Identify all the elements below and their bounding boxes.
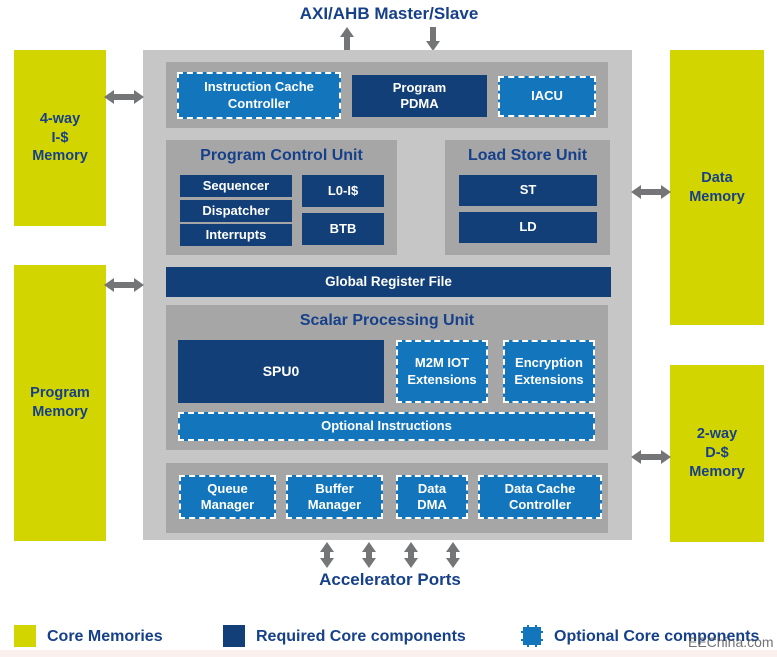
icache-memory-box: 4-way I-$ Memory — [14, 50, 106, 226]
legend-optional-swatch — [521, 625, 543, 647]
m2m-iot-extensions-box: M2M IOT Extensions — [396, 340, 488, 403]
program-memory-arrow — [104, 278, 144, 292]
load-store-unit-title: Load Store Unit — [467, 147, 588, 164]
program-memory-box: Program Memory — [14, 265, 106, 541]
ld-box: LD — [459, 212, 597, 243]
legend-required-label: Required Core components — [256, 628, 466, 645]
icache-memory-arrow — [104, 90, 144, 104]
accelerator-arrow-1 — [320, 542, 334, 568]
data-cache-controller-box: Data Cache Controller — [478, 475, 602, 519]
accelerator-arrow-4 — [446, 542, 460, 568]
data-dma-box: Data DMA — [396, 475, 468, 519]
interrupts-box: Interrupts — [180, 224, 292, 246]
accelerator-arrow-2 — [362, 542, 376, 568]
spu0-box: SPU0 — [178, 340, 384, 403]
program-control-unit-title: Program Control Unit — [200, 147, 363, 164]
dispatcher-box: Dispatcher — [180, 200, 292, 222]
legend-core-memories-swatch — [14, 625, 36, 647]
bus-down-arrow — [426, 27, 440, 51]
st-box: ST — [459, 175, 597, 206]
accelerator-ports-label: Accelerator Ports — [319, 570, 461, 589]
optional-instructions-box: Optional Instructions — [178, 412, 595, 441]
data-memory-arrow — [631, 185, 671, 199]
bus-up-arrow — [340, 27, 354, 51]
queue-manager-box: Queue Manager — [179, 475, 276, 519]
accelerator-arrow-3 — [404, 542, 418, 568]
watermark-text: EEChina.com — [688, 634, 774, 650]
bottom-strip — [0, 650, 777, 657]
legend-optional-label: Optional Core components — [554, 628, 760, 645]
iacu-box: IACU — [498, 76, 596, 117]
legend-core-memories-label: Core Memories — [47, 628, 163, 645]
l0-icache-box: L0-I$ — [302, 175, 384, 207]
scalar-processing-unit-title: Scalar Processing Unit — [299, 312, 475, 329]
data-memory-box: Data Memory — [670, 50, 764, 325]
buffer-manager-box: Buffer Manager — [286, 475, 383, 519]
btb-box: BTB — [302, 213, 384, 245]
dcache-memory-arrow — [631, 450, 671, 464]
axi-ahb-bus-label: AXI/AHB Master/Slave — [299, 4, 479, 23]
encryption-extensions-box: Encryption Extensions — [503, 340, 595, 403]
dcache-memory-box: 2-way D-$ Memory — [670, 365, 764, 542]
global-register-file-bar: Global Register File — [166, 267, 611, 297]
instruction-cache-controller-box: Instruction Cache Controller — [177, 72, 341, 119]
legend-required-swatch — [223, 625, 245, 647]
program-pdma-box: Program PDMA — [352, 75, 487, 117]
sequencer-box: Sequencer — [180, 175, 292, 197]
